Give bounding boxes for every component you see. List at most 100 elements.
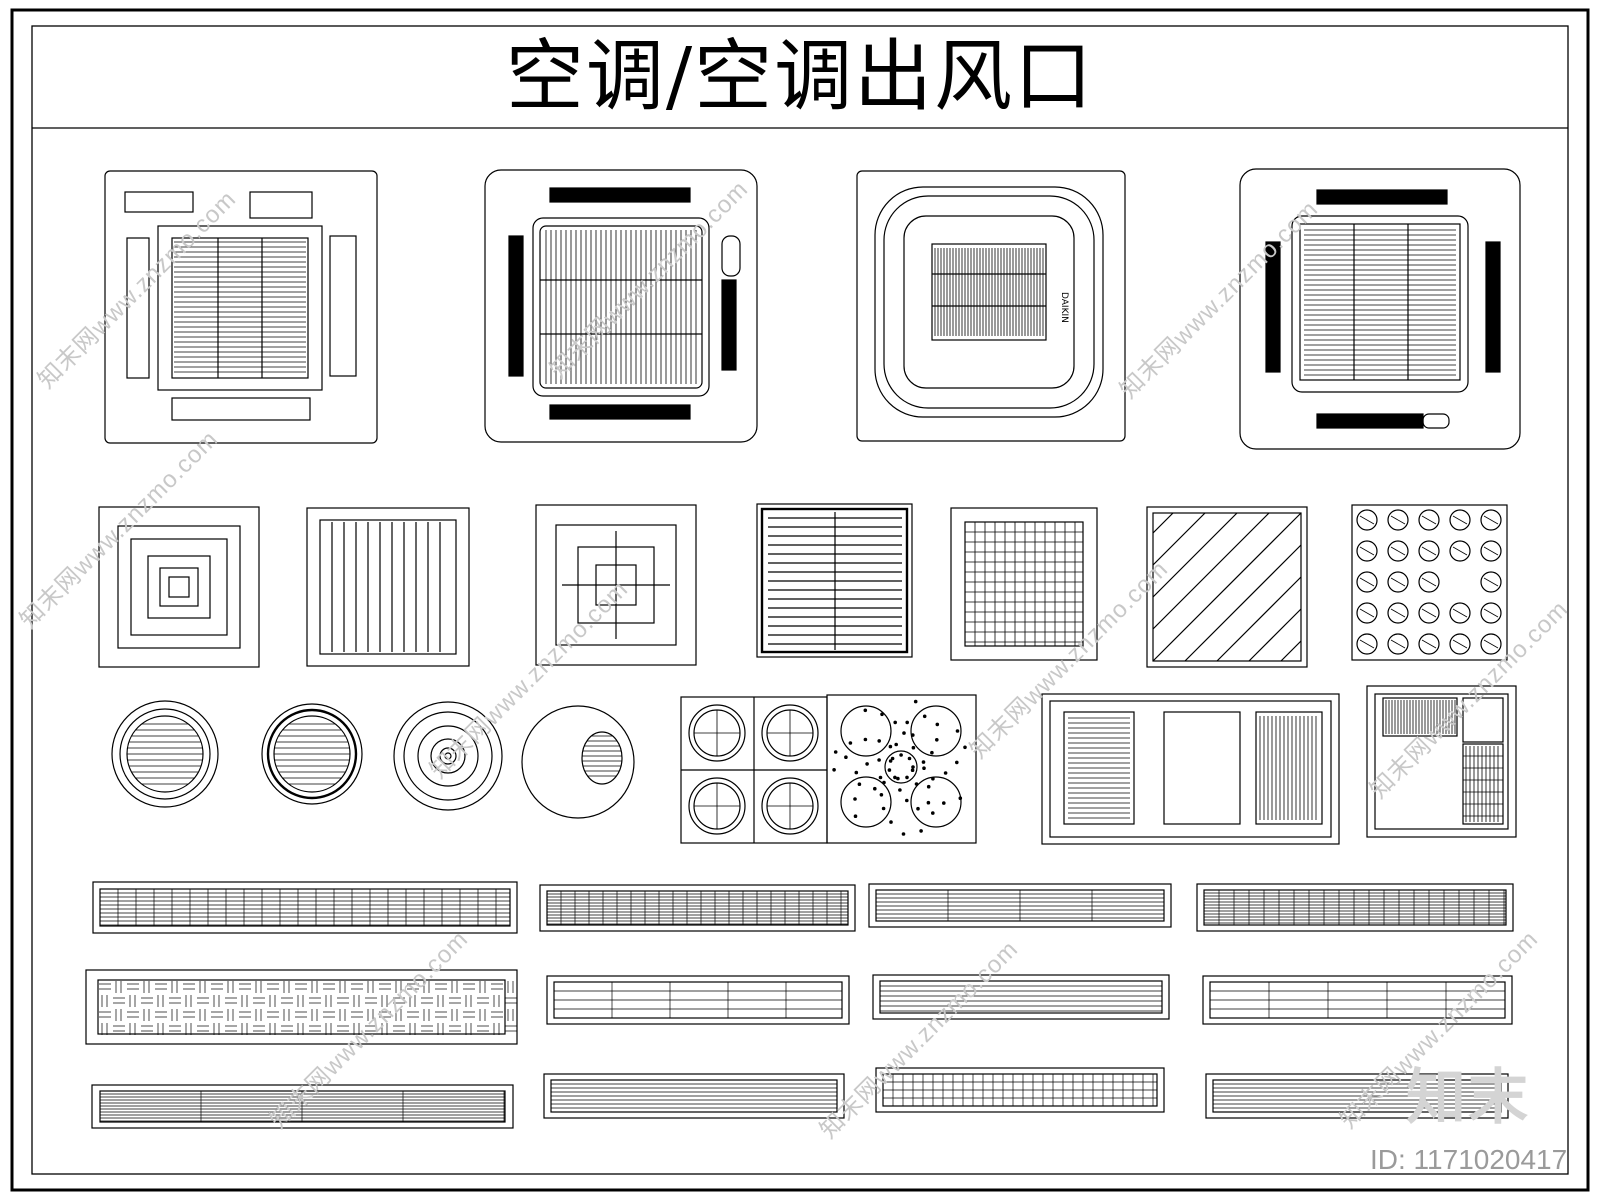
circle-detail (888, 759, 893, 763)
line-detail (1390, 546, 1406, 556)
circle-detail (896, 776, 900, 781)
line-detail (1483, 577, 1499, 587)
line-detail (1152, 512, 1270, 630)
circle-detail (1387, 509, 1409, 531)
circle-detail (904, 798, 909, 803)
circle-detail (761, 704, 819, 762)
circle-detail (848, 741, 853, 745)
circle-detail (1480, 602, 1502, 624)
circle-detail (880, 712, 884, 717)
circle-detail (955, 729, 960, 733)
circle-detail (890, 756, 895, 761)
circle-detail (853, 797, 857, 801)
circle-detail (899, 753, 903, 757)
square-diffuser-1 (98, 506, 260, 668)
circle-detail (1387, 571, 1409, 593)
eyeball-nozzle (521, 705, 635, 819)
circle-detail (905, 720, 910, 725)
line-detail (1390, 577, 1406, 587)
circle-detail (1356, 509, 1378, 531)
circle-detail (941, 801, 946, 805)
circle-detail (1418, 540, 1440, 562)
four-lamp-bath-heater (826, 694, 977, 844)
round-diffuser-2 (261, 703, 363, 805)
line-detail (1483, 639, 1499, 649)
circle-detail (930, 811, 935, 815)
line-detail (1216, 576, 1302, 662)
linear-grille-2 (539, 884, 856, 932)
circle-detail (901, 832, 906, 836)
circle-detail (853, 814, 858, 819)
line-detail (1359, 515, 1375, 525)
line-detail (1359, 608, 1375, 618)
circle-detail (894, 742, 899, 747)
round-diffuser-1 (111, 700, 219, 808)
circle-detail (1418, 602, 1440, 624)
line-detail (1483, 546, 1499, 556)
circle-detail (1480, 571, 1502, 593)
image-id: ID: 1171020417 (1370, 1144, 1568, 1175)
circle-detail (943, 771, 948, 775)
circle-detail (926, 784, 931, 789)
circle-detail (832, 767, 836, 772)
circle-detail (910, 733, 915, 737)
circle-detail (911, 765, 915, 769)
circle-detail (1387, 602, 1409, 624)
circle-detail (688, 777, 746, 835)
square-diffuser-2 (535, 504, 697, 666)
circle-detail (1480, 540, 1502, 562)
line-detail (1452, 639, 1468, 649)
cassette-unit-1 (104, 170, 378, 444)
circle-detail (893, 775, 897, 780)
circle-detail (921, 760, 926, 764)
circle-detail (907, 756, 912, 761)
circle-detail (922, 714, 927, 719)
line-detail (1359, 546, 1375, 556)
circle-detail (913, 699, 918, 704)
circle-detail (930, 750, 934, 755)
line-detail (1421, 608, 1437, 618)
line-detail (1184, 544, 1302, 662)
circle-detail (1387, 633, 1409, 655)
line-detail (1280, 640, 1302, 662)
circle-detail (877, 758, 881, 762)
line-detail (1452, 546, 1468, 556)
circle-detail (958, 796, 963, 801)
circle-detail (914, 782, 919, 786)
circle-detail (1418, 571, 1440, 593)
circle-detail (898, 788, 902, 792)
four-fan-bath-heater (680, 696, 828, 844)
circle-detail (1449, 633, 1471, 655)
louver-grille (756, 503, 913, 658)
circle-detail (857, 782, 862, 787)
circle-detail (872, 786, 877, 791)
circle-detail (916, 806, 920, 811)
combo-vent-panel-2 (1366, 685, 1517, 838)
circle-detail (1480, 509, 1502, 531)
circle-detail (879, 792, 884, 797)
circle-detail (889, 820, 893, 824)
circle-detail (833, 750, 838, 754)
line-detail (1152, 512, 1206, 566)
linear-grille-6 (872, 974, 1170, 1020)
circle-detail (954, 760, 959, 765)
circle-detail (1449, 509, 1471, 531)
linear-grille-8 (91, 1084, 514, 1129)
line-detail (1359, 577, 1375, 587)
circle-detail (888, 744, 893, 749)
line-detail (1152, 512, 1238, 598)
circle-detail (863, 737, 868, 742)
inner-frame (31, 25, 1569, 1175)
circle-detail (882, 780, 886, 785)
panel-brand-label: DAIKIN (1059, 292, 1069, 323)
circle-detail (919, 829, 923, 833)
circle-detail (922, 766, 926, 771)
circle-detail (1418, 509, 1440, 531)
circle-detail (854, 770, 859, 775)
circle-detail (877, 739, 882, 743)
page-title: 空调/空调出风口 (505, 32, 1095, 122)
circle-detail (931, 776, 935, 781)
line-detail (1359, 639, 1375, 649)
cassette-unit-3: DAIKIN (856, 170, 1126, 442)
